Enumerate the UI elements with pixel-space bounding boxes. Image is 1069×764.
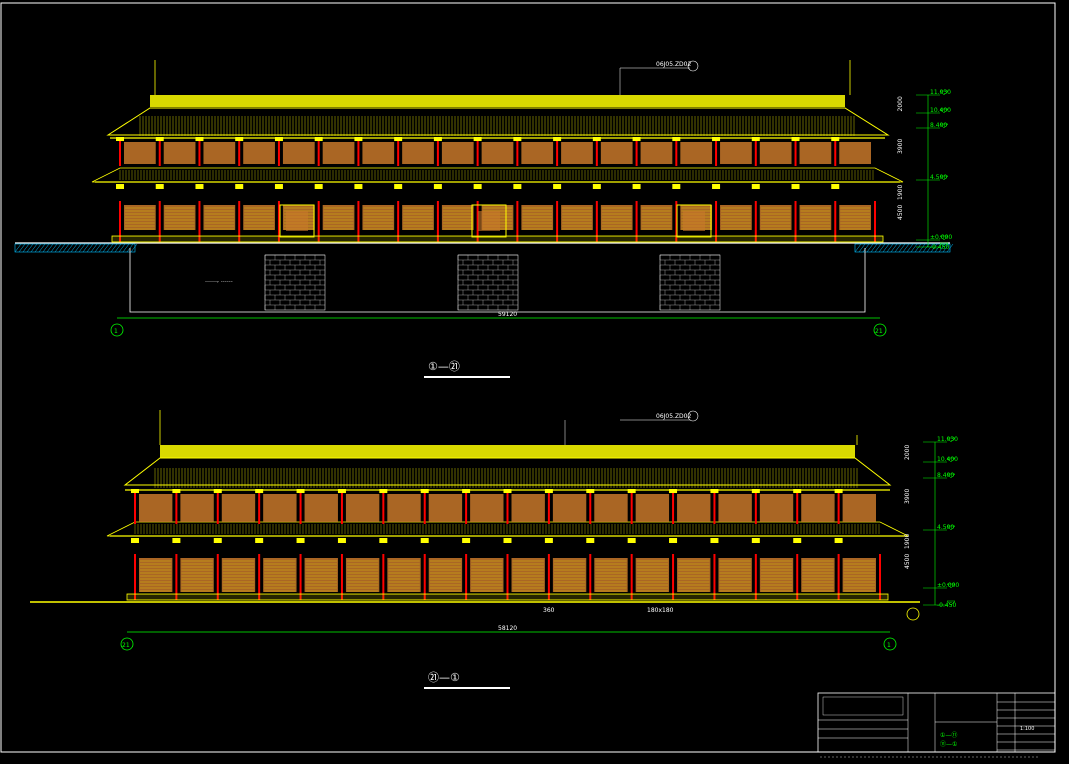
window-panel <box>279 204 315 238</box>
foundation-pier <box>457 254 519 311</box>
bottom-grid-left: 21 <box>122 642 130 649</box>
top_elevation-elevation-4: ±0.000 <box>930 234 952 241</box>
top_elevation-elevation-3: 4.500 <box>930 174 947 181</box>
top_elevation-elevation-1: 10.400 <box>930 107 951 114</box>
top-grid-left: 1 <box>114 328 118 335</box>
bottom-grid-right: 1 <box>887 642 891 649</box>
top_elevation-elevation-5: -0.450 <box>930 244 950 251</box>
top_elevation-elevation-0: 11.030 <box>930 89 951 96</box>
bottom_elevation-elevation-4: ±0.000 <box>937 582 959 589</box>
top_elevation-height-dim-1: 3900 <box>897 139 904 154</box>
foundation-pier <box>264 254 326 311</box>
bottom-callout-2: 180x180 <box>647 607 674 614</box>
title-block-view-2: ⑪—① <box>940 740 957 748</box>
top-foundation-note: ……, …… <box>205 277 233 284</box>
title-block-view-1: ①—⑪ <box>940 731 957 739</box>
bottom_elevation-height-dim-2: 1900 <box>904 534 911 549</box>
bottom_elevation-height-dim-1: 3900 <box>904 489 911 504</box>
window-panel <box>676 204 712 238</box>
bottom_elevation-elevation-5: -0.450 <box>937 602 957 609</box>
bottom_elevation-height-dim-3: 4500 <box>904 554 911 569</box>
bottom-roof-callout: 06J05.ZD02 <box>656 413 691 420</box>
window-panel <box>471 204 507 238</box>
bottom-view-label: ㉑—① <box>428 671 460 684</box>
sheet-border <box>0 2 1056 753</box>
top-grid-right: 21 <box>875 328 883 335</box>
top-roof-callout: 06J05.ZD02 <box>656 61 691 68</box>
top-elevation: 59120 1 21 06J05.ZD02 ……, …… 11.030 10.40… <box>14 60 954 378</box>
bottom-callout-1: 360 <box>543 607 555 614</box>
title-block-scale: 1:100 <box>1020 726 1034 732</box>
top-view-label: ①—㉑ <box>428 360 460 373</box>
bottom_elevation-elevation-3: 4.500 <box>937 524 954 531</box>
top_elevation-height-dim-3: 4500 <box>897 205 904 220</box>
bottom-elevation: 58120 21 1 06J05.ZD02 360 180x180 11.030… <box>30 410 959 689</box>
bottom_elevation-elevation-1: 10.400 <box>937 456 958 463</box>
top_elevation-elevation-2: 8.400 <box>930 122 947 129</box>
title-block: 1:100 ①—⑪ ⑪—① <box>817 692 1056 758</box>
top_elevation-height-dim-2: 1900 <box>897 185 904 200</box>
bottom_elevation-elevation-0: 11.030 <box>937 436 958 443</box>
top_elevation-height-dim-0: 2000 <box>897 96 904 111</box>
bottom_elevation-height-dim-0: 2000 <box>904 445 911 460</box>
top-total-dimension: 59120 <box>498 311 517 318</box>
bottom_elevation-elevation-2: 8.400 <box>937 472 954 479</box>
foundation-pier <box>659 254 721 311</box>
bottom-total-dimension: 58120 <box>498 625 517 632</box>
